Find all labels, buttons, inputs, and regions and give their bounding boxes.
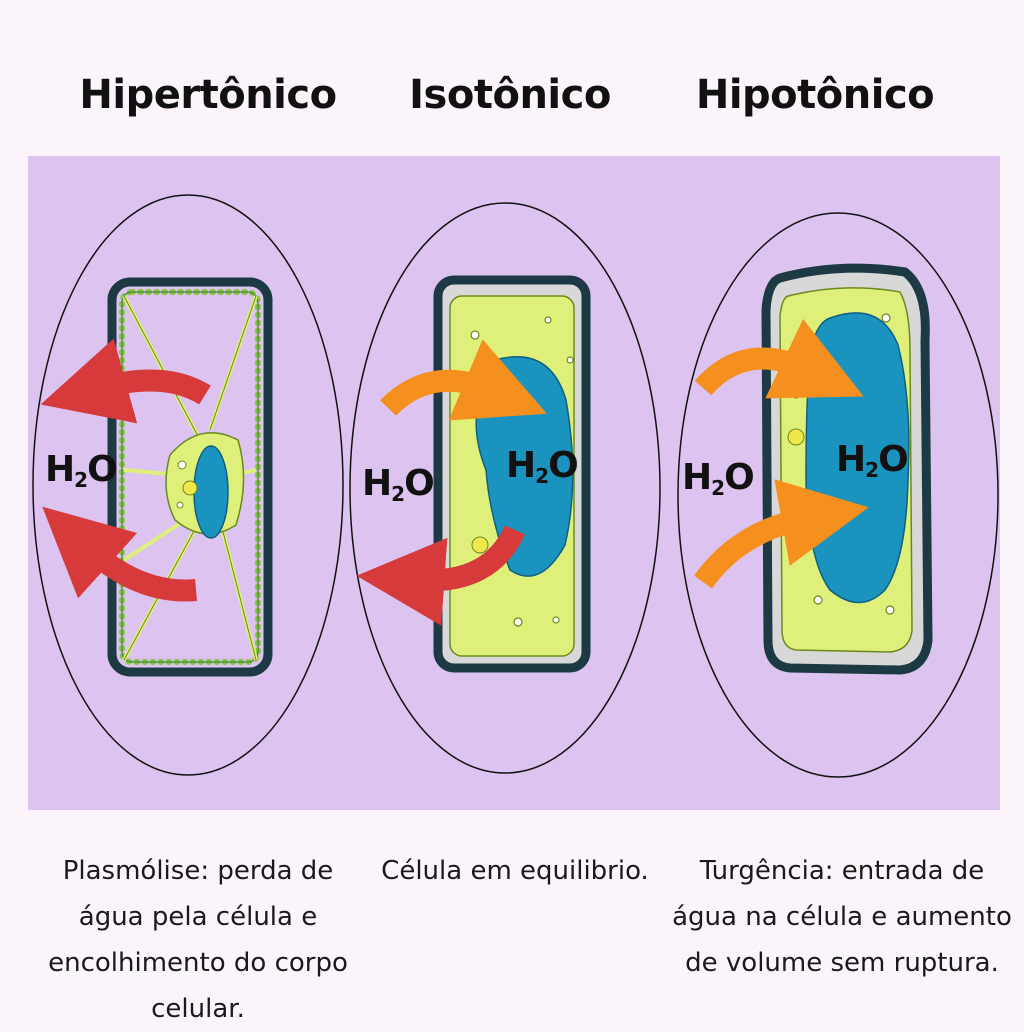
isotonic-arrow-in <box>380 339 547 421</box>
isotonic-arrow-out <box>356 525 526 626</box>
h2o-label-isotonic-outside: H2O <box>362 463 435 506</box>
isotonic-diagram <box>349 202 661 774</box>
h2o-label-hypertonic: H2O <box>45 449 118 492</box>
isotonic-outline <box>349 202 661 774</box>
hypotonic-diagram <box>677 212 999 778</box>
title-isotonic: Isotônico <box>409 72 611 118</box>
hypertonic-diagram <box>32 194 344 776</box>
h2o-label-hypotonic-outside: H2O <box>682 457 755 500</box>
title-hypotonic: Hipotônico <box>695 72 935 118</box>
hypertonic-vacuole <box>193 445 229 539</box>
hypertonic-arrow-out-bottom <box>42 506 197 602</box>
caption-hypertonic: Plasmólise: perda de água pela célula e … <box>48 856 348 1024</box>
hypotonic-arrow-in-bottom <box>694 479 869 589</box>
hypertonic-arrow-out-top <box>40 338 211 424</box>
h2o-label-hypotonic-inside: H2O <box>836 439 909 482</box>
hypotonic-outline <box>677 212 999 778</box>
hypotonic-arrow-in-top <box>694 318 864 399</box>
h2o-label-isotonic-inside: H2O <box>506 445 579 488</box>
caption-hypotonic: Turgência: entrada de água na célula e a… <box>672 856 1012 978</box>
title-hypertonic: Hipertônico <box>79 72 337 118</box>
caption-isotonic: Célula em equilibrio. <box>381 856 649 886</box>
hypertonic-outline <box>32 194 344 776</box>
